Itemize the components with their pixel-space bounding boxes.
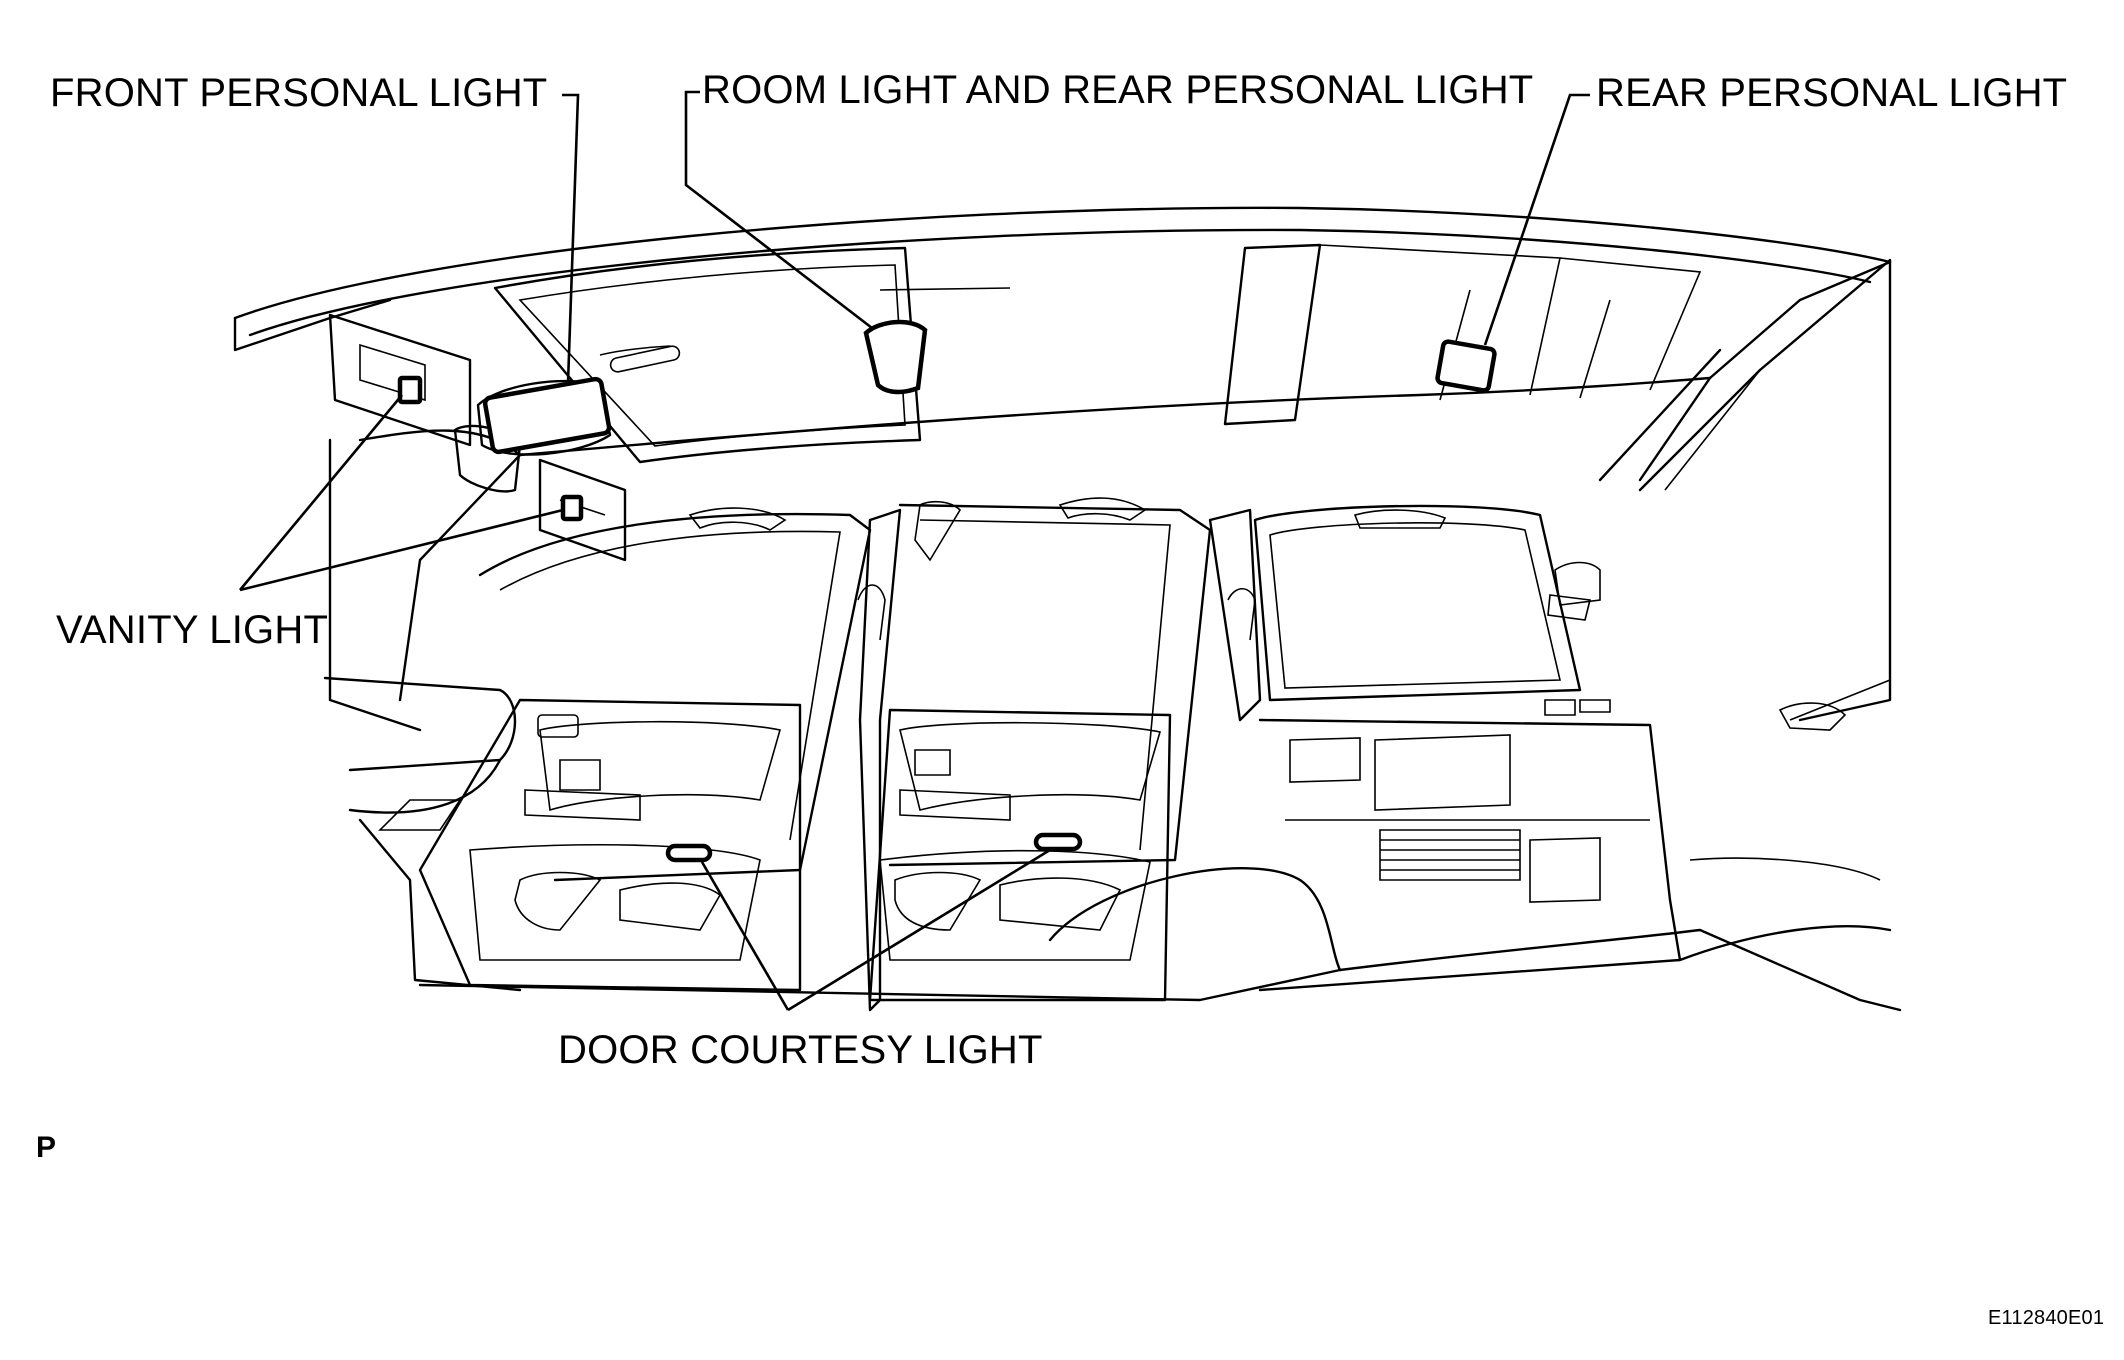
rear-personal-light-label: REAR PERSONAL LIGHT (1596, 71, 2068, 115)
roof-rear-pillar (1598, 260, 1892, 492)
rear-hatch-edge (1638, 258, 1892, 722)
vanity-light-label: VANITY LIGHT (56, 608, 329, 652)
sunroof-inner (518, 264, 906, 447)
rear-door-armrest (899, 721, 1162, 811)
rear-roof-panel (1223, 243, 1322, 426)
leader-vanity-light-right (239, 508, 564, 592)
rear-personal-light-lamp (1435, 339, 1497, 393)
front-door-panel (418, 698, 802, 992)
door-courtesy-light-label: DOOR COURTESY LIGHT (558, 1028, 1043, 1072)
rear-door-window-frame (888, 503, 1212, 867)
speaker-grille (1379, 829, 1521, 881)
dashboard (323, 676, 517, 814)
roof-outer-edge (233, 206, 1892, 320)
leader-rear-personal-light (1483, 93, 1590, 346)
right-sun-visor (538, 458, 627, 562)
cargo-side-trim (1258, 718, 1682, 992)
door-courtesy-light-rear-lamp (1033, 832, 1083, 852)
roof-inner-edge (248, 228, 1872, 337)
leader-room-light (684, 90, 873, 330)
overhead-console (476, 379, 612, 456)
b-pillar (858, 508, 902, 1012)
figure-code: E112840E01 (1988, 1307, 2105, 1329)
vanity-mirror-left-rim (453, 424, 522, 493)
leader-door-courtesy-front (700, 861, 790, 1011)
view-marker: P (36, 1131, 57, 1164)
room-light-lamp (863, 319, 928, 395)
room-light-and-rear-personal-light-label: ROOM LIGHT AND REAR PERSONAL LIGHT (702, 68, 1534, 112)
front-door-armrest (539, 720, 782, 812)
leader-door-courtesy-rear (787, 848, 1051, 1012)
front-personal-light-lamp (482, 376, 612, 455)
floor-line (418, 928, 1902, 1012)
vanity-light-right-lamp (560, 494, 584, 522)
front-personal-light-label: FRONT PERSONAL LIGHT (50, 71, 548, 115)
rear-quarter-window (1253, 504, 1582, 702)
front-door-window-frame (478, 512, 872, 882)
rear-wheel-arch (1048, 867, 1342, 972)
door-courtesy-light-front-lamp (665, 843, 713, 863)
sunroof-frame (493, 246, 922, 464)
left-sun-visor (328, 313, 472, 447)
leader-vanity-light-left (239, 394, 403, 591)
c-pillar (1208, 508, 1262, 722)
leader-front-personal-light (562, 93, 580, 384)
roof-front-bulkhead (233, 298, 392, 352)
cargo-storage-pocket (1374, 734, 1511, 811)
vanity-light-left-lamp (397, 375, 423, 405)
